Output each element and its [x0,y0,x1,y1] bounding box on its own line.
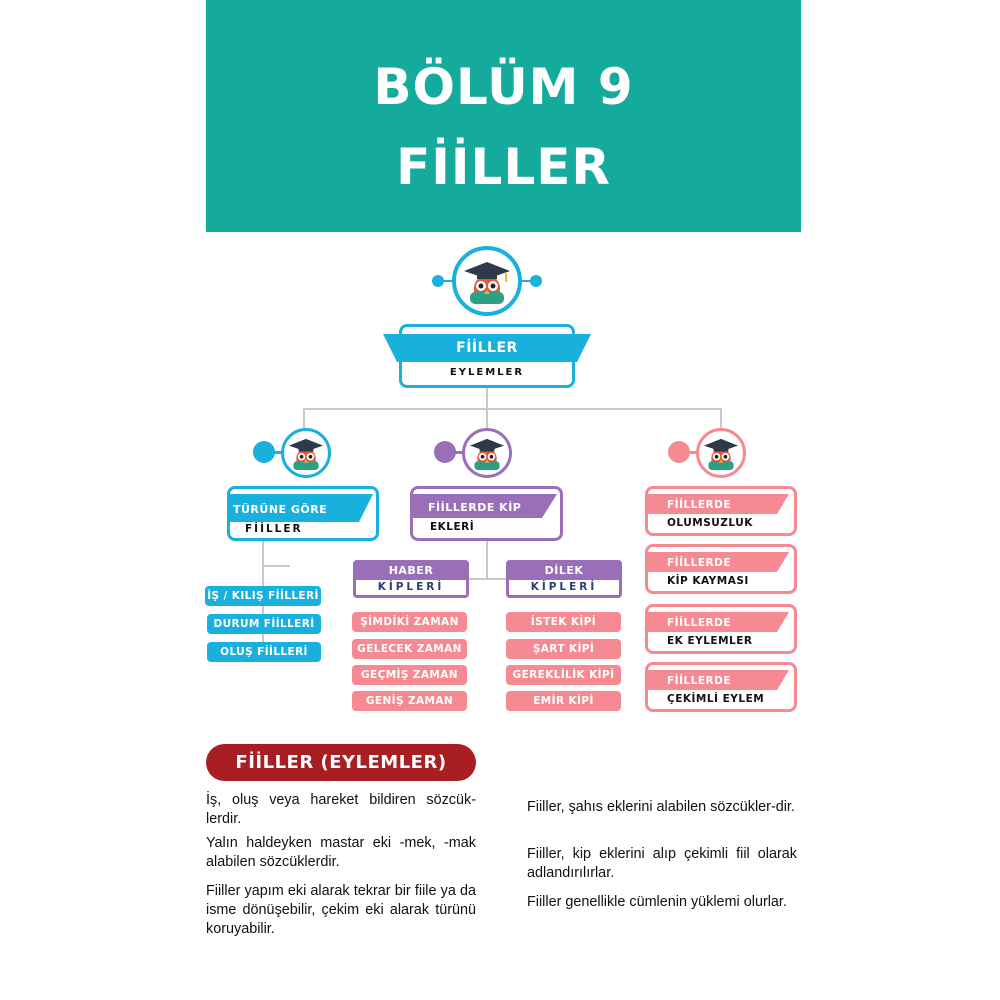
list-item: İSTEK KİPİ [506,612,621,632]
connector-horizontal-top [303,408,721,410]
kip-kaymasi-node: FİİLLERDE KİP KAYMASI [645,544,797,594]
node-subtitle: EK EYLEMLER [667,635,753,647]
owl-graduate-icon [464,262,510,304]
connector-kip-h [468,578,508,580]
node-title: FİİLLERDE [667,617,732,629]
list-item: GELECEK ZAMAN [352,639,467,659]
haber-subtitle: KİPLERİ [377,581,445,593]
kip-subtitle: EKLERİ [430,521,475,533]
node-dot-icon [432,275,444,287]
paragraph: Fiiller genellikle cümlenin yüklemi olur… [527,894,787,910]
chapter-header: BÖLÜM 9 FİİLLER [206,0,801,232]
haber-node: HABER KİPLERİ [353,560,469,598]
root-node: FİİLLER EYLEMLER [383,324,591,388]
owl-mascot-left [253,428,333,478]
root-banner [383,334,591,362]
kip-title: FİİLLERDE KİP [428,500,522,514]
owl-graduate-icon [288,438,324,471]
ek-eylemler-node: FİİLLERDE EK EYLEMLER [645,604,797,654]
paragraph: Fiiller, şahıs eklerini alabilen sözcükl… [527,799,795,815]
owl-mascot-right [668,428,748,478]
types-subtitle: FİİLLER [245,523,303,535]
paragraph: İş, oluş veya hareket bildiren sözcük-le… [206,792,476,827]
paragraph: Fiiller, kip eklerini alıp çekimli fiil … [527,846,797,881]
connector-types-h [262,565,290,567]
list-item: ŞART KİPİ [506,639,621,659]
connector-mid-down [486,408,488,430]
cekimli-eylem-node: FİİLLERDE ÇEKİMLİ EYLEM [645,662,797,712]
kip-node: FİİLLERDE KİP EKLERİ [410,486,563,541]
node-dot-icon [530,275,542,287]
olumsuzluk-node: FİİLLERDE OLUMSUZLUK [645,486,797,536]
node-title: FİİLLERDE [667,557,732,569]
list-item: GEREKLİLİK KİPİ [506,665,621,685]
list-item: GENİŞ ZAMAN [352,691,467,711]
connector-left-down [303,408,305,430]
list-item: OLUŞ FİİLLERİ [207,642,321,662]
node-subtitle: OLUMSUZLUK [667,517,753,529]
owl-mascot-middle [434,428,514,478]
owl-graduate-icon [469,438,505,471]
node-title: FİİLLERDE [667,499,732,511]
haber-title: HABER [388,563,434,577]
node-title: FİİLLERDE [667,675,732,687]
types-node: TÜRÜNE GÖRE FİİLLER [227,486,379,541]
connector-root-down [486,387,488,409]
types-title: TÜRÜNE GÖRE [233,502,328,516]
dilek-title: DİLEK [544,563,584,577]
list-item: EMİR KİPİ [506,691,621,711]
root-subtitle: EYLEMLER [449,367,525,378]
root-title: FİİLLER [456,340,518,356]
connector-kip-down [486,541,488,579]
section-title: FİİLLER (EYLEMLER) [206,744,476,781]
node-subtitle: ÇEKİMLİ EYLEM [667,693,765,705]
list-item: DURUM FİİLLERİ [207,614,321,634]
owl-graduate-icon [703,438,739,471]
paragraph: Fiiller yapım eki alarak tekrar bir fiil… [206,883,476,937]
list-item: İŞ / KILIŞ FİİLLERİ [205,586,321,606]
chapter-number: BÖLÜM 9 [373,58,634,116]
node-subtitle: KİP KAYMASI [667,575,749,587]
chapter-title: FİİLLER [396,138,611,196]
paragraph: Yalın haldeyken mastar eki -mek, -mak al… [206,835,476,870]
owl-mascot-top [432,246,542,316]
dilek-node: DİLEK KİPLERİ [506,560,622,598]
list-item: GEÇMİŞ ZAMAN [352,665,467,685]
list-item: ŞİMDİKİ ZAMAN [352,612,467,632]
connector-right-down [720,408,722,430]
dilek-subtitle: KİPLERİ [530,581,598,593]
